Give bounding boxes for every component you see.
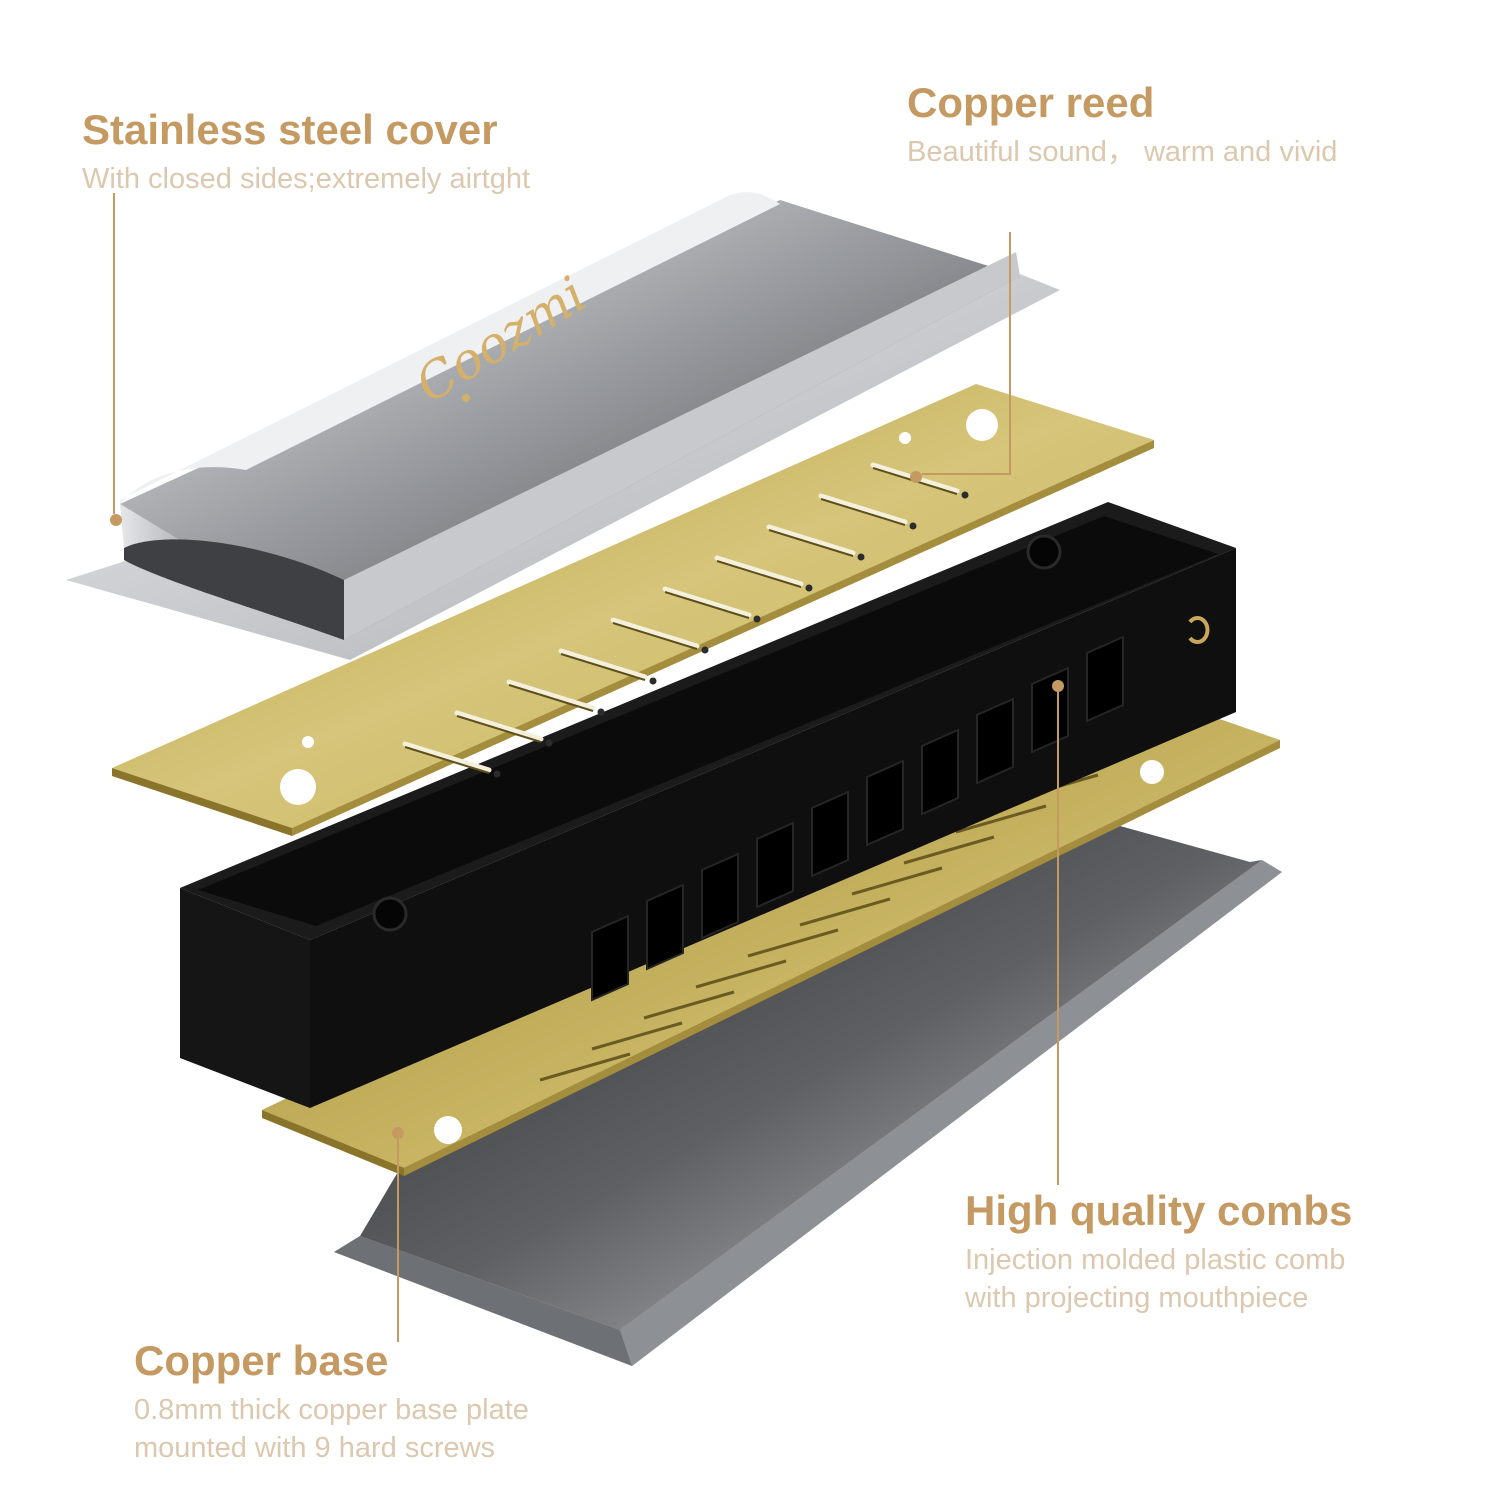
screw-hole (966, 409, 998, 441)
reed-slot (768, 529, 854, 557)
callout-title: High quality combs (965, 1187, 1353, 1234)
callout-copper-reed: Copper reed Beautiful sound， warm and vi… (907, 79, 1337, 172)
comb-chamber (591, 914, 629, 1002)
callout-stainless-steel-cover: Stainless steel cover With closed sides;… (82, 106, 530, 199)
callout-description-line: with projecting mouthpiece (965, 1281, 1309, 1314)
lower-reed-plate (262, 690, 1280, 1176)
comb-chamber (646, 883, 684, 971)
callout-title: Stainless steel cover (82, 106, 498, 153)
reed-rivet (493, 770, 501, 778)
reed-slot (820, 498, 906, 526)
reed-slot (539, 1052, 631, 1082)
reed-rivet (701, 646, 709, 654)
callout-dot (910, 471, 922, 483)
reed-slot (716, 560, 802, 588)
top-cover: Coozmi (66, 192, 1060, 660)
reed (662, 586, 752, 618)
screw-hole (899, 432, 911, 444)
bottom-cover (334, 826, 1282, 1366)
reed-rivet (649, 677, 657, 685)
registered-mark (462, 394, 470, 402)
reed (766, 524, 856, 556)
comb-chamber (976, 697, 1014, 785)
reed (818, 493, 908, 525)
upper-reed-plate (112, 384, 1154, 836)
lower-reed-slots (539, 773, 1099, 1082)
callout-description-line: With closed sides;extremely airtght (82, 163, 531, 196)
comb (180, 502, 1236, 1108)
reed-slot (799, 897, 891, 927)
callout-description: Injection molded plastic comb with proje… (965, 1242, 1352, 1317)
reed-rivet (961, 491, 969, 499)
reed (610, 617, 700, 649)
callout-description: 0.8mm thick copper base plate mounted wi… (134, 1392, 529, 1467)
callout-copper-base: Copper base 0.8mm thick copper base plat… (134, 1337, 529, 1468)
screw-hole (280, 769, 316, 805)
reed-slot (508, 684, 594, 712)
reed-rivet (909, 522, 917, 530)
reed-slot (560, 653, 646, 681)
screw-hole (302, 736, 314, 748)
callout-description-line: Beautiful sound， warm and vivid (907, 136, 1338, 169)
comb-chamber (756, 821, 794, 909)
reed-rivet (805, 584, 813, 592)
reed-slot (695, 959, 787, 989)
reed-rivet (545, 739, 553, 747)
callout-dot (110, 514, 122, 526)
callout-description-line: 0.8mm thick copper base plate (134, 1394, 529, 1427)
callout-dot (392, 1127, 404, 1139)
callout-description-line: mounted with 9 hard screws (134, 1431, 496, 1464)
callout-description: With closed sides;extremely airtght (82, 161, 530, 199)
screw-hole (434, 1116, 462, 1144)
reed-slot (955, 804, 1047, 834)
callout-dot (1052, 680, 1064, 692)
callout-description-line: Injection molded plastic comb (965, 1244, 1346, 1277)
reed-leader-line (922, 232, 1011, 475)
key-letter (1188, 616, 1210, 644)
comb-chamber (1031, 666, 1069, 754)
reed-slot (456, 715, 542, 743)
comb-chamber (811, 790, 849, 878)
reed (714, 555, 804, 587)
comb-chamber (1086, 635, 1124, 723)
callout-high-quality-combs: High quality combs Injection molded plas… (965, 1187, 1353, 1318)
comb-chambers (591, 635, 1124, 1002)
reed-rivet (753, 615, 761, 623)
reed-rivet (857, 553, 865, 561)
reed-slot (612, 622, 698, 650)
reed-slot (643, 990, 735, 1020)
copper-reeds (402, 462, 969, 778)
reed-slot (591, 1021, 683, 1051)
callout-lines (113, 193, 1059, 1342)
callout-title: Copper base (134, 1337, 389, 1384)
reed-rivet (597, 708, 605, 716)
reed-slot (851, 866, 943, 896)
reed-slot (903, 835, 995, 865)
reed-slot (747, 928, 839, 958)
callout-description: Beautiful sound， warm and vivid (907, 134, 1337, 172)
comb-chamber (701, 852, 739, 940)
reed (454, 710, 544, 742)
reed (558, 648, 648, 680)
comb-post (1026, 534, 1062, 570)
reed (506, 679, 596, 711)
comb-chamber (866, 759, 904, 847)
comb-chamber (921, 728, 959, 816)
reed-slot (664, 591, 750, 619)
reed (402, 741, 492, 773)
reed-slot (404, 746, 490, 774)
screw-hole (1140, 760, 1164, 784)
callout-title: Copper reed (907, 79, 1155, 126)
comb-post (372, 896, 408, 932)
